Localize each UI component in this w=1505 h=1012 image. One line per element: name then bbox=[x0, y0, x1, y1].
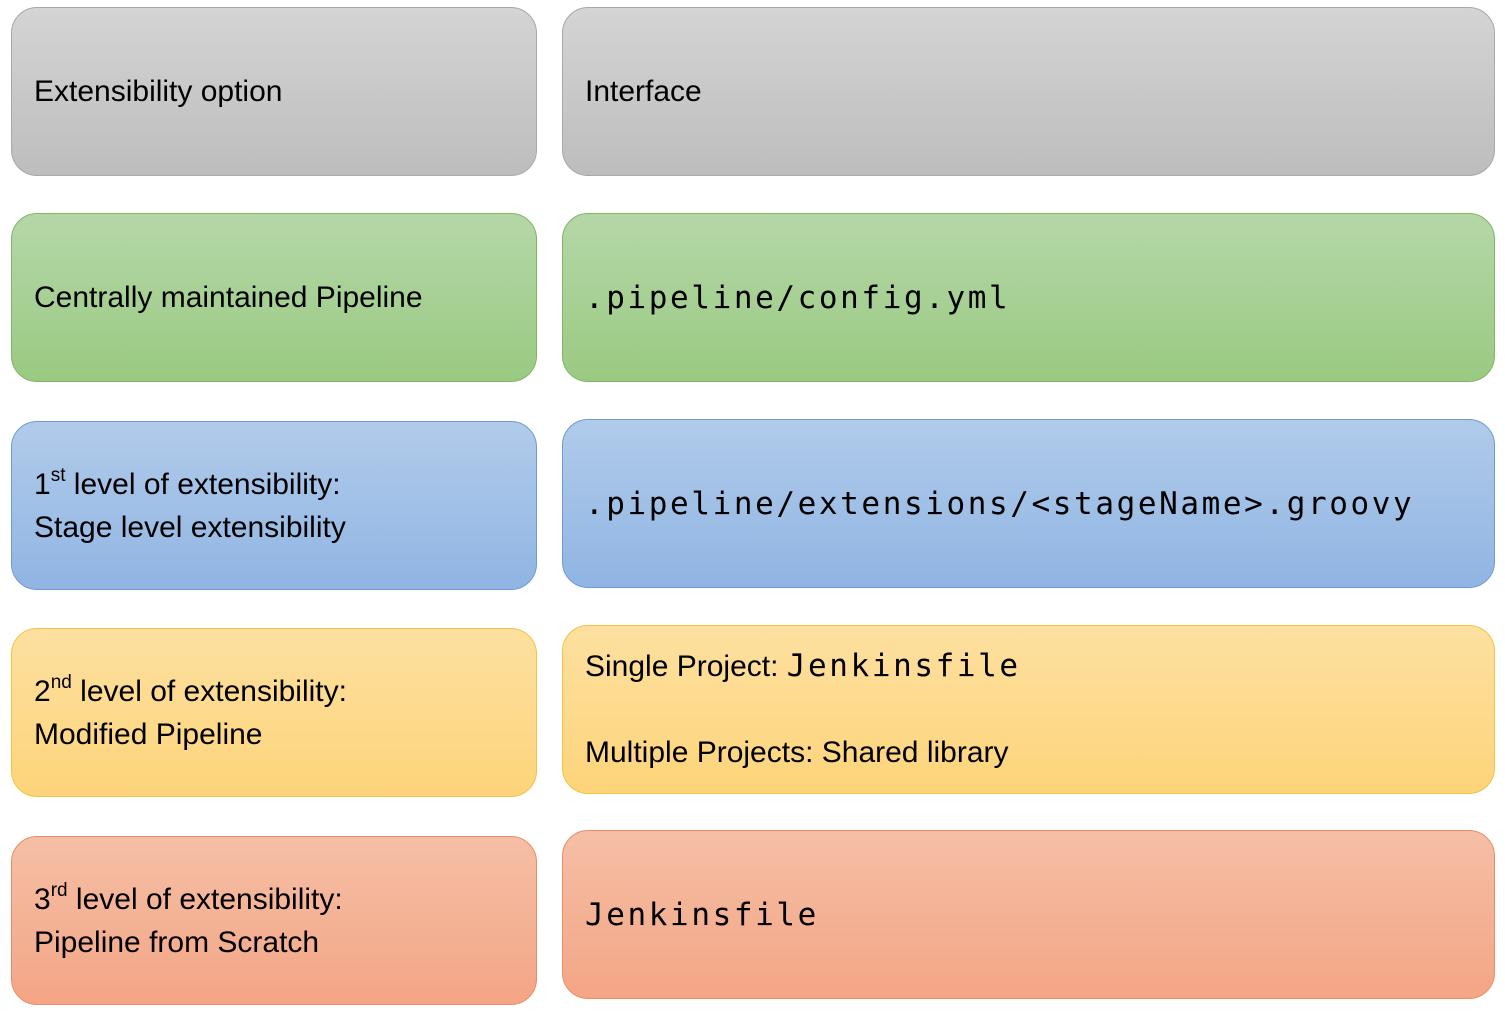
header-option-label: Extensibility option bbox=[34, 75, 283, 108]
ordinal-suffix: nd bbox=[50, 671, 72, 693]
option-line1-text: level of extensibility: bbox=[71, 674, 347, 708]
option-line1: 3rd level of extensibility: bbox=[34, 878, 516, 921]
single-project-value: Jenkinsfile bbox=[786, 648, 1021, 684]
interface-single-project: Single Project: Jenkinsfile bbox=[585, 645, 1474, 688]
interface-stage-extension: .pipeline/extensions/<stageName>.groovy bbox=[562, 419, 1495, 588]
option-label: Centrally maintained Pipeline bbox=[34, 281, 423, 314]
header-interface-label: Interface bbox=[585, 75, 702, 108]
option-modified-pipeline: 2nd level of extensibility: Modified Pip… bbox=[11, 628, 537, 797]
option-line1-text: level of extensibility: bbox=[67, 882, 343, 916]
interface-jenkinsfile-or-library: Single Project: Jenkinsfile Multiple Pro… bbox=[562, 625, 1495, 794]
single-project-label: Single Project: bbox=[585, 650, 787, 683]
interface-config-yml: .pipeline/config.yml bbox=[562, 213, 1495, 382]
option-line1: 2nd level of extensibility: bbox=[34, 670, 516, 713]
spacer bbox=[585, 688, 1474, 731]
header-option-cell: Extensibility option bbox=[11, 7, 537, 176]
interface-jenkinsfile: Jenkinsfile bbox=[562, 830, 1495, 999]
option-line2: Modified Pipeline bbox=[34, 717, 263, 751]
ordinal-suffix: st bbox=[50, 464, 66, 486]
option-line2: Stage level extensibility bbox=[34, 510, 346, 544]
ordinal-number: 2 bbox=[34, 674, 51, 708]
option-line2: Pipeline from Scratch bbox=[34, 925, 320, 959]
interface-path: .pipeline/config.yml bbox=[585, 279, 1011, 316]
option-centrally-maintained: Centrally maintained Pipeline bbox=[11, 213, 537, 382]
interface-path: .pipeline/extensions/<stageName>.groovy bbox=[585, 485, 1415, 522]
interface-multiple-projects: Multiple Projects: Shared library bbox=[585, 736, 1009, 769]
ordinal-number: 1 bbox=[34, 467, 51, 501]
option-line1-text: level of extensibility: bbox=[65, 467, 341, 501]
interface-path: Jenkinsfile bbox=[585, 896, 819, 933]
option-stage-level: 1st level of extensibility: Stage level … bbox=[11, 421, 537, 590]
ordinal-suffix: rd bbox=[50, 879, 68, 901]
option-pipeline-from-scratch: 3rd level of extensibility: Pipeline fro… bbox=[11, 836, 537, 1005]
header-interface-cell: Interface bbox=[562, 7, 1495, 176]
option-line1: 1st level of extensibility: bbox=[34, 463, 516, 506]
ordinal-number: 3 bbox=[34, 882, 51, 916]
